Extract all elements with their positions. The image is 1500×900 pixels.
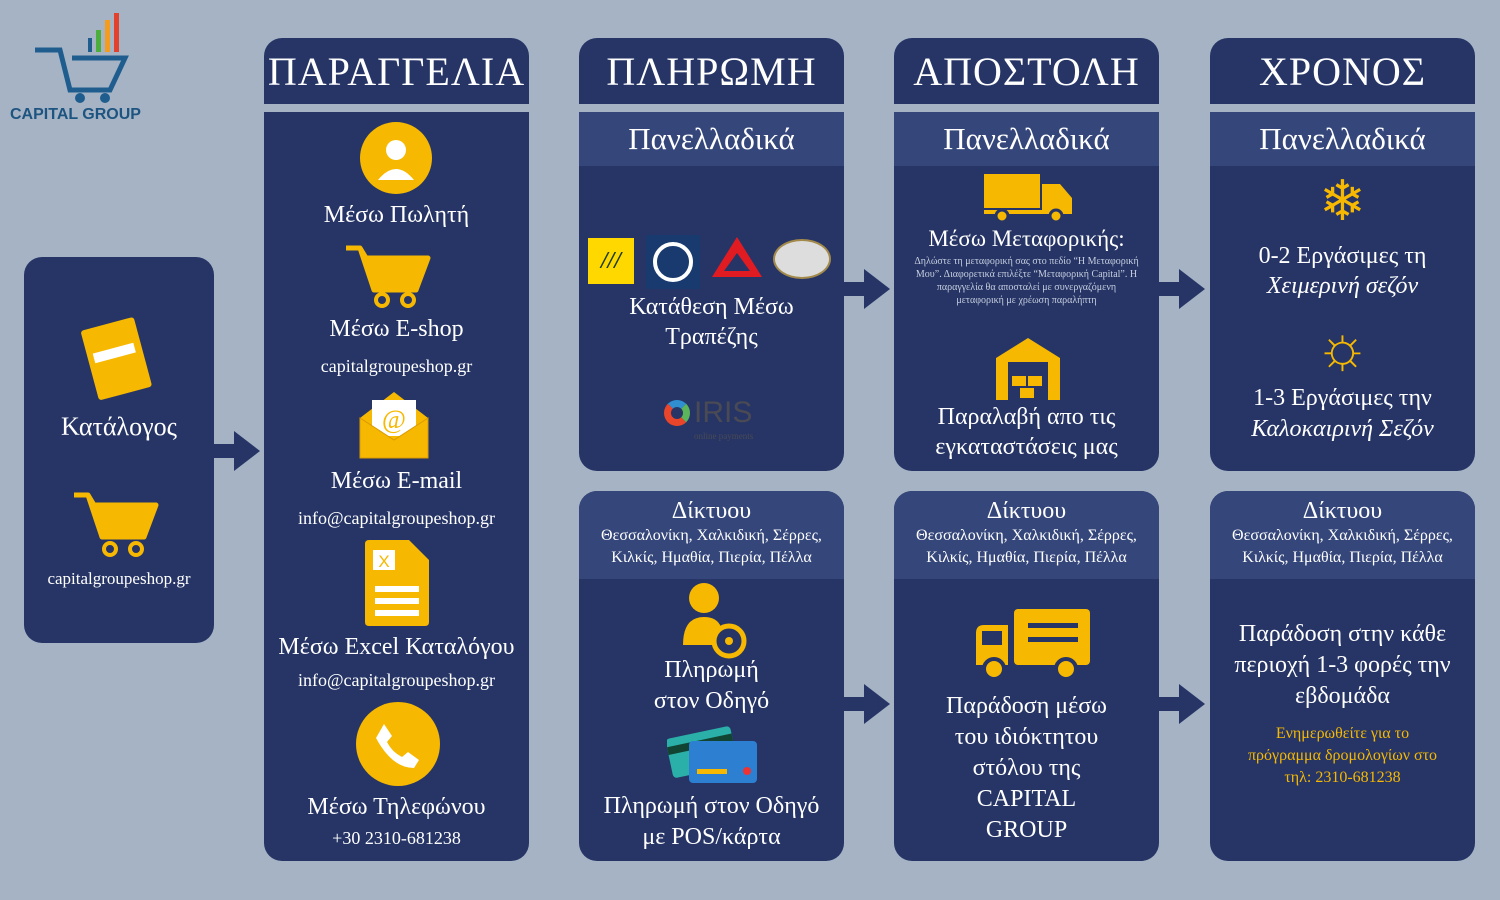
eshop-cart-icon [346,245,431,308]
iris-subtext: online payments [694,431,754,441]
carrier-note: Δηλώστε τη μεταφορική σας στο πεδίο “Η Μ… [914,256,1139,306]
time-network-header: Δίκτυου Θεσσαλονίκη, Χαλκιδική, Σέρρες, … [1210,491,1475,579]
national-bank-logo-icon [773,239,831,279]
network-areas: Θεσσαλονίκη, Χαλκιδική, Σέρρες, Κιλκίς, … [916,527,1137,566]
payment-network-header: Δίκτυου Θεσσαλονίκη, Χαλκιδική, Σέρρες, … [579,491,844,579]
shipping-nationwide-header: Πανελλαδικά [894,112,1159,166]
time-nationwide-header: Πανελλαδικά [1210,112,1475,166]
truck-icon [984,174,1072,222]
order-excel: Μέσω Excel Καταλόγου [278,634,515,660]
shipping-nationwide-panel: Πανελλαδικά Μέσω Μεταφορικής: Δηλώστε τη… [894,112,1159,471]
pay-driver-label: Πληρωμή στον Οδηγό [653,657,770,714]
network-title: Δίκτυου [986,498,1067,524]
bank-deposit-label: Κατάθεση Μέσω Τραπέζης [629,294,794,350]
email-icon: @ [359,392,429,459]
iris-ring-icon [664,400,690,426]
phone-icon [356,702,440,786]
order-excel-email[interactable]: info@capitalgroupeshop.gr [297,670,496,690]
catalog-link[interactable]: capitalgroupeshop.gr [47,569,191,588]
payment-network-panel: Δίκτυου Θεσσαλονίκη, Χαλκιδική, Σέρρες, … [579,491,844,861]
catalog-panel: Κατάλογος capitalgroupeshop.gr [24,257,214,643]
piraeus-bank-logo-icon [712,237,762,277]
network-title: Δίκτυου [671,498,752,524]
order-eshop: Μέσω E-shop [329,316,464,342]
network-areas: Θεσσαλονίκη, Χαλκιδική, Σέρρες, Κιλκίς, … [601,527,822,566]
order-email: Μέσω E-mail [330,468,463,494]
order-eshop-link[interactable]: capitalgroupeshop.gr [320,356,473,376]
svg-text:X: X [378,552,389,571]
sun-icon: ☼ [1315,314,1370,380]
pay-pos-label: Πληρωμή στον Οδηγό με POS/κάρτα [603,793,820,850]
order-email-address[interactable]: info@capitalgroupeshop.gr [297,508,496,528]
catalog-label: Κατάλογος [61,412,177,441]
alpha-bank-logo-icon [646,235,700,289]
eurobank-logo-icon: /// [588,238,634,284]
winter-days: 0-2 Εργάσιμες τη [1258,243,1427,269]
iris-logo: IRIS online payments [664,396,774,442]
summer-season: Καλοκαιρινή Σεζόν [1251,416,1434,442]
time-title: ΧΡΟΝΟΣ [1210,38,1475,104]
order-panel: Μέσω Πωλητή Μέσω E-shop capitalgroupesho… [264,112,529,861]
network-areas: Θεσσαλονίκη, Χαλκιδική, Σέρρες, Κιλκίς, … [1232,527,1453,566]
delivery-truck-icon [976,609,1090,681]
salesperson-icon [360,122,432,194]
time-network-panel: Δίκτυου Θεσσαλονίκη, Χαλκιδική, Σέρρες, … [1210,491,1475,861]
payment-nationwide-header: Πανελλαδικά [579,112,844,166]
order-title: ΠΑΡΑΓΓΕΛΙΑ [264,38,529,104]
carrier-label: Μέσω Μεταφορικής: [928,226,1125,251]
driver-icon [683,583,747,659]
route-info: Ενημερωθείτε για το πρόγραμμα δρομολογίω… [1247,725,1438,786]
payment-title: ΠΛΗΡΩΜΗ [579,38,844,104]
excel-file-icon: X [365,540,429,626]
shipping-network-header: Δίκτυου Θεσσαλονίκη, Χαλκιδική, Σέρρες, … [894,491,1159,579]
catalog-book-icon [81,317,152,400]
time-nationwide-panel: Πανελλαδικά ❄ 0-2 Εργάσιμες τη Χειμερινή… [1210,112,1475,471]
cart-icon [74,492,159,557]
bank-logos: /// [588,235,838,289]
summer-days: 1-3 Εργάσιμες την [1253,385,1432,411]
payment-nationwide-panel: Πανελλαδικά /// Κατάθεση Μέσω Τραπέζης I… [579,112,844,471]
network-title: Δίκτυου [1302,498,1383,524]
order-seller: Μέσω Πωλητή [323,202,470,228]
order-phone-number[interactable]: +30 2310-681238 [332,828,461,848]
delivery-frequency: Παράδοση στην κάθε περιοχή 1-3 φορές την… [1234,621,1451,709]
snowflake-icon: ❄ [1319,171,1366,233]
warehouse-icon [996,338,1060,400]
logo-text: CAPITAL GROUP [10,106,141,123]
iris-text: IRIS [694,396,753,429]
shipping-title: ΑΠΟΣΤΟΛΗ [894,38,1159,104]
shipping-network-panel: Δίκτυου Θεσσαλονίκη, Χαλκιδική, Σέρρες, … [894,491,1159,861]
credit-card-icon [667,726,757,783]
order-phone: Μέσω Τηλεφώνου [307,794,486,820]
svg-text:@: @ [382,405,406,434]
pickup-label: Παραλαβή απο τις εγκαταστάσεις μας [935,404,1118,460]
winter-season: Χειμερινή σεζόν [1266,273,1419,299]
cart-chart-logo-icon [35,13,129,103]
fleet-delivery-label: Παράδοση μέσω του ιδιόκτητου στόλου της … [946,693,1107,843]
logo: CAPITAL GROUP [10,10,155,125]
